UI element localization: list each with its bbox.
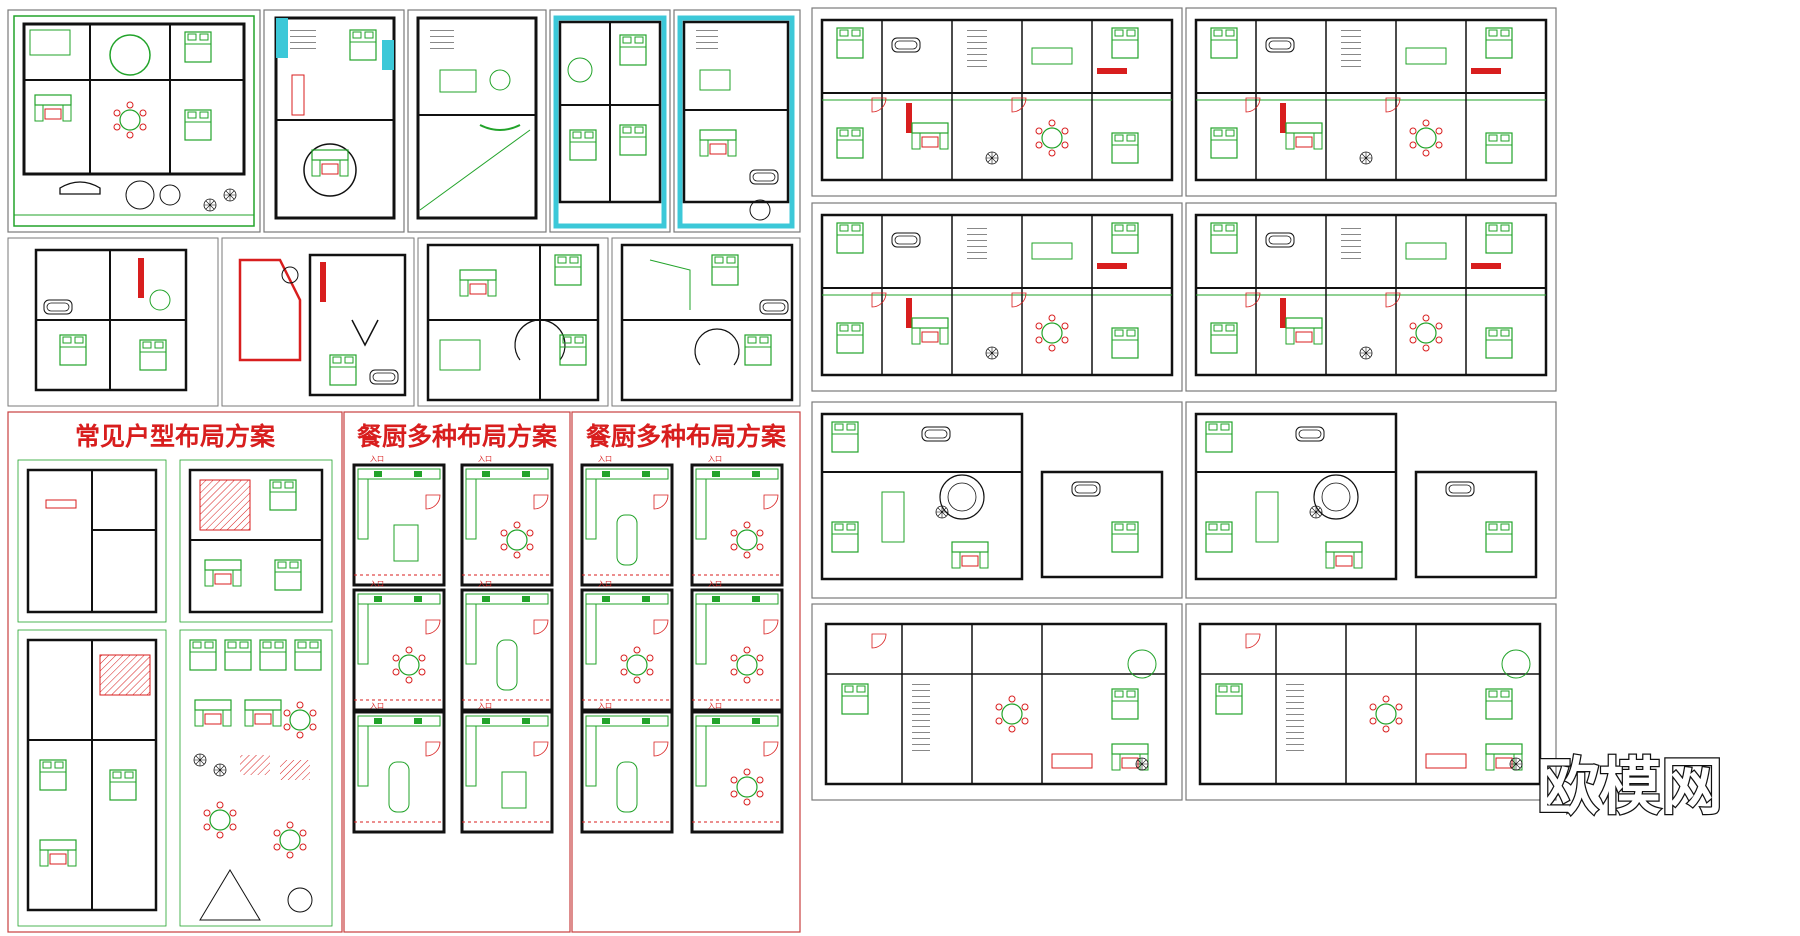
left-collage: 常见户型布局方案 [7,9,801,933]
apartment-plan [1185,7,1557,197]
villa-plan [811,603,1183,801]
kitchen-layout-cell: 入口 [690,702,784,834]
plan-villa-site [7,9,261,233]
apartment-plan [811,7,1183,197]
kitchen-layout-cell: 入口 [690,455,784,587]
plan-thumb-2 [263,9,405,233]
common-layouts-panel: 常见户型布局方案 [7,411,343,933]
entry-label: 入口 [370,702,384,710]
entry-label: 入口 [708,702,722,710]
villa-plan [1185,603,1557,801]
kitchen-layout-cell: 入口 [460,580,554,712]
furniture-library [179,629,333,927]
kitchen-layout-cell: 入口 [580,455,674,587]
kitchen-layout-cell: 入口 [580,702,674,834]
villa-plan [811,401,1183,599]
kitchen-layout-cell: 入口 [580,580,674,712]
entry-label: 入口 [370,580,384,588]
apartment-empty-shell [17,459,167,623]
kitchen-layout-cell: 入口 [352,455,446,587]
apartment-furnished-1 [179,459,333,623]
watermark-logo: 欧模网 [1537,750,1723,823]
kitchen-layout-grid-1: 入口入口入口入口入口入口 [352,455,554,834]
plan-thumb-8 [417,237,609,407]
apartment-plan [1185,202,1557,392]
entry-label: 入口 [598,702,612,710]
entry-label: 入口 [708,455,722,463]
kitchen-layout-cell: 入口 [352,702,446,834]
plan-thumb-3 [407,9,547,233]
apartment-plan [811,202,1183,392]
plan-thumb-5 [673,9,801,233]
kitchen-layout-grid-2: 入口入口入口入口入口入口 [580,455,784,834]
entry-label: 入口 [598,580,612,588]
plan-thumb-4 [549,9,671,233]
plan-thumb-6 [7,237,219,407]
entry-label: 入口 [478,455,492,463]
entry-label: 入口 [598,455,612,463]
heading-kitchen-dining-1: 餐厨多种布局方案 [357,422,558,451]
large-apartment-plans [811,7,1557,392]
heading-kitchen-dining-2: 餐厨多种布局方案 [586,422,787,451]
kitchen-dining-panel-2: 餐厨多种布局方案 入口入口入口入口入口入口 [571,411,801,933]
apartment-furnished-2 [17,629,167,927]
right-collage [811,7,1557,801]
kitchen-layout-cell: 入口 [690,580,784,712]
entry-label: 入口 [708,580,722,588]
plan-thumb-7 [221,237,415,407]
kitchen-layout-cell: 入口 [460,455,554,587]
villa-plan [1185,401,1557,599]
entry-label: 入口 [478,702,492,710]
kitchen-layout-cell: 入口 [352,580,446,712]
entry-label: 入口 [370,455,384,463]
plan-thumb-9 [611,237,801,407]
villa-plans [811,401,1557,801]
kitchen-layout-cell: 入口 [460,702,554,834]
heading-common-layouts: 常见户型布局方案 [75,422,276,451]
entry-label: 入口 [478,580,492,588]
kitchen-dining-panel-1: 餐厨多种布局方案 入口入口入口入口入口入口 [343,411,571,933]
